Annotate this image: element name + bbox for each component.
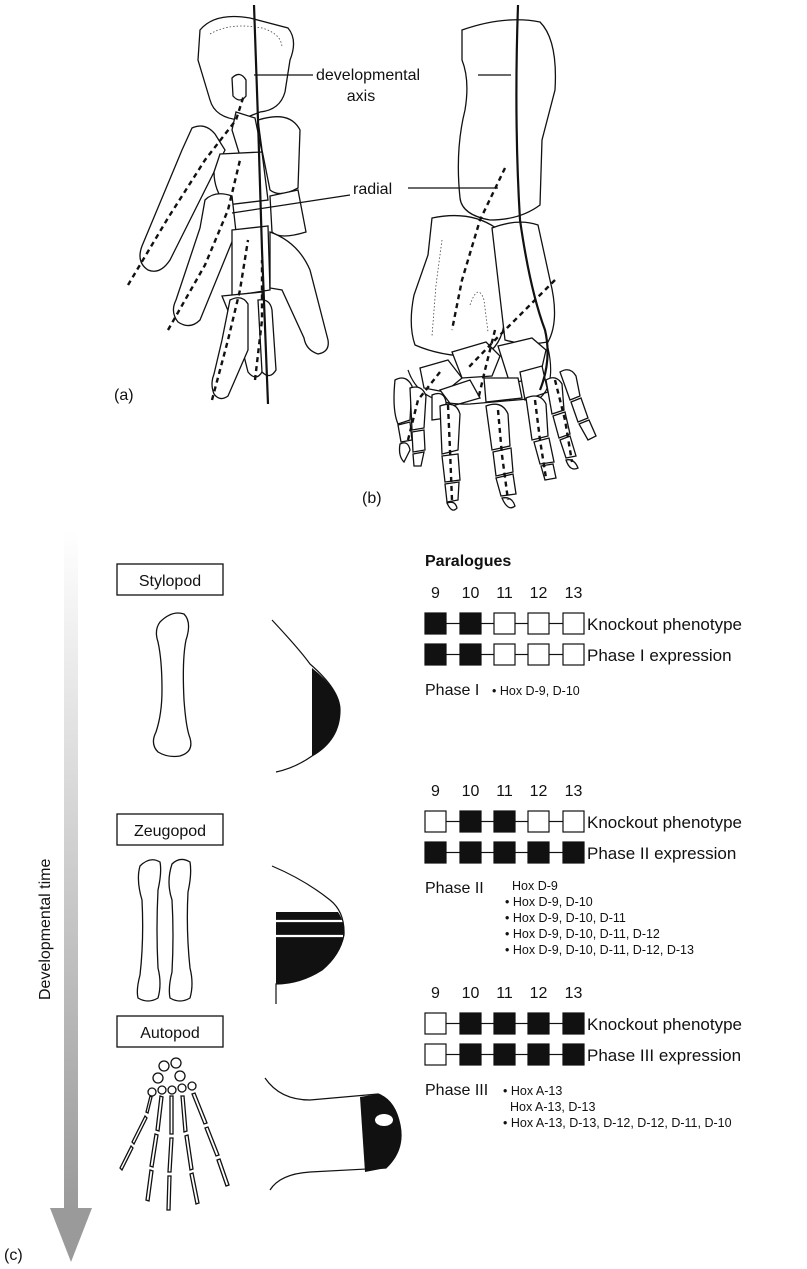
expression-square-12 [528,1044,549,1065]
phase-label: Phase III [425,1082,488,1099]
developmental-axis-label-line2: axis [347,88,375,105]
phase-label: Phase II [425,880,484,897]
fin-skeleton-a [128,5,350,404]
paralogue-number: 13 [565,985,583,1002]
expression-square-9 [425,644,446,665]
expression-square-10 [460,1044,481,1065]
paralogue-number: 11 [496,985,513,1002]
paralogue-number: 9 [431,985,440,1002]
stylopod-bone [153,613,190,757]
paralogue-number: 10 [462,985,480,1002]
zeugopod-radius [169,859,192,1001]
autopod-expression-profile [265,1078,401,1190]
hox-gene-list-item: • Hox A-13 [503,1084,562,1098]
knockout-square-11 [494,811,515,832]
knockout-square-10 [460,811,481,832]
expression-square-13 [563,842,584,863]
developmental-time-label: Developmental time [37,859,54,1001]
knockout-square-10 [460,613,481,634]
expression-square-12 [528,644,549,665]
knockout-square-9 [425,811,446,832]
developmental-time-arrow [50,530,92,1262]
paralogue-number: 12 [530,985,548,1002]
knockout-square-9 [425,613,446,634]
paralogue-number: 13 [565,783,583,800]
zeugopod-expression-profile [272,866,344,1004]
expression-square-12 [528,842,549,863]
expression-square-9 [425,1044,446,1065]
hox-gene-list-item: • Hox D-9, D-10, D-11 [505,911,626,925]
knockout-square-11 [494,1013,515,1034]
paralogue-number: 9 [431,585,440,602]
expression-label: Phase II expression [587,844,736,863]
hox-gene-list-item: Hox D-9 [512,879,558,893]
paralogue-number: 10 [462,783,480,800]
radial-label: radial [353,181,392,198]
knockout-square-13 [563,1013,584,1034]
knockout-label: Knockout phenotype [587,1015,742,1034]
expression-square-9 [425,842,446,863]
hox-gene-list-item: • Hox D-9, D-10 [505,895,593,909]
expression-square-10 [460,842,481,863]
zeugopod-ulna [137,860,160,1001]
paralogue-number: 11 [496,783,513,800]
stylopod-label: Stylopod [139,573,201,590]
paralogue-number: 11 [496,585,513,602]
knockout-square-12 [528,613,549,634]
stylopod-expression-profile [272,620,340,772]
expression-label: Phase III expression [587,1046,741,1065]
expression-square-11 [494,1044,515,1065]
paralogue-number: 10 [462,585,480,602]
hox-gene-list-item: • Hox D-9, D-10, D-11, D-12, D-13 [505,943,694,957]
knockout-square-12 [528,1013,549,1034]
knockout-square-10 [460,1013,481,1034]
expression-square-13 [563,1044,584,1065]
phase-label: Phase I [425,682,479,699]
autopod-label: Autopod [140,1025,200,1042]
autopod-hand [120,1058,229,1210]
expression-square-11 [494,644,515,665]
expression-square-11 [494,842,515,863]
hox-gene-list-item: • Hox D-9, D-10 [492,684,580,698]
expression-square-10 [460,644,481,665]
expression-square-13 [563,644,584,665]
developmental-axis-label: developmental [316,67,420,84]
knockout-square-13 [563,613,584,634]
paralogues-title: Paralogues [425,553,511,570]
hox-gene-list-item: • Hox A-13, D-13, D-12, D-12, D-11, D-10 [503,1116,732,1130]
panel-a-label: (a) [114,387,134,404]
hox-gene-list-item: • Hox D-9, D-10, D-11, D-12 [505,927,660,941]
knockout-label: Knockout phenotype [587,615,742,634]
hox-gene-list-item: Hox A-13, D-13 [510,1100,596,1114]
knockout-square-9 [425,1013,446,1034]
panel-b-label: (b) [362,490,382,507]
expression-label: Phase I expression [587,646,732,665]
panel-c-label: (c) [4,1247,23,1264]
limb-skeleton-b [394,5,596,510]
knockout-square-12 [528,811,549,832]
paralogue-number: 12 [530,783,548,800]
zeugopod-label: Zeugopod [134,823,206,840]
knockout-square-11 [494,613,515,634]
paralogue-number: 9 [431,783,440,800]
knockout-square-13 [563,811,584,832]
paralogue-number: 13 [565,585,583,602]
paralogue-number: 12 [530,585,548,602]
knockout-label: Knockout phenotype [587,813,742,832]
